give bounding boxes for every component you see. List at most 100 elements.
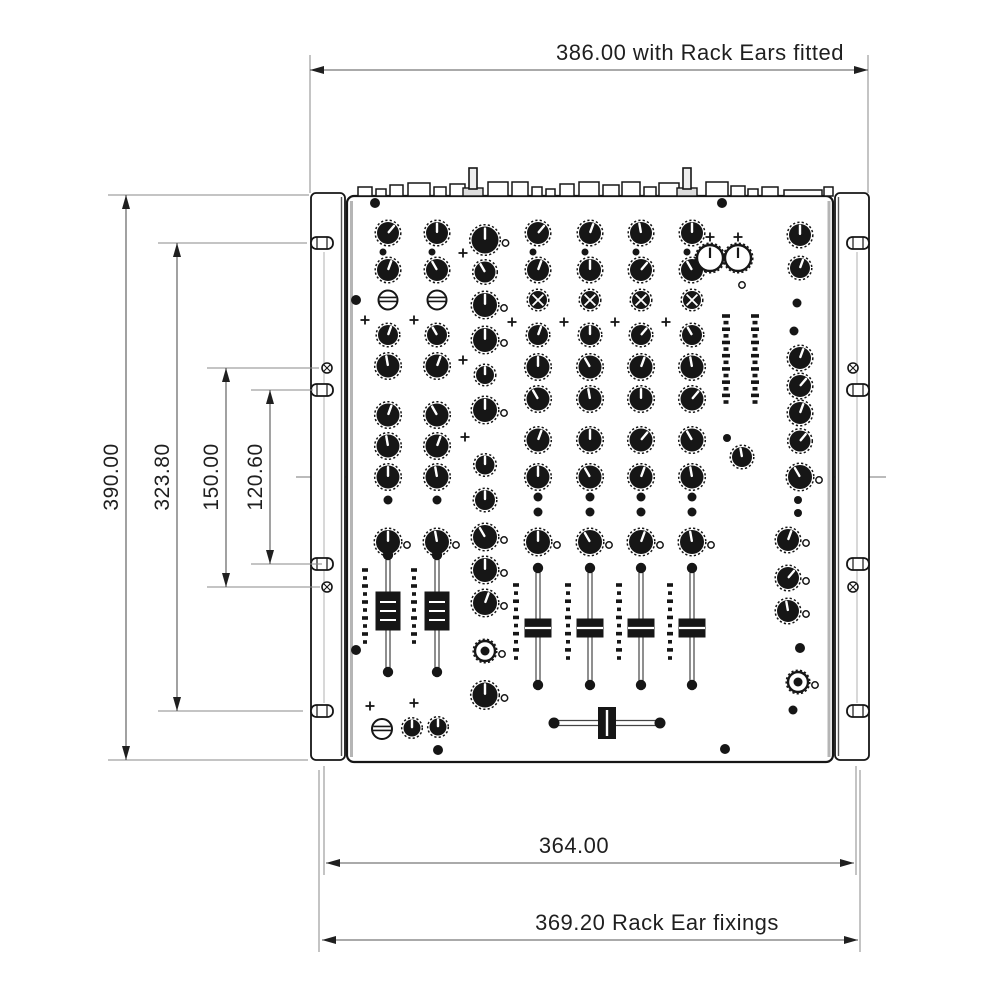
knob-knurl-edge bbox=[680, 288, 704, 312]
led-dot bbox=[722, 380, 730, 384]
plus-mark bbox=[661, 317, 671, 327]
panel-dot bbox=[632, 248, 640, 256]
led-dot bbox=[412, 640, 416, 644]
knob bbox=[470, 325, 508, 355]
rear-connector bbox=[433, 186, 447, 197]
knob bbox=[627, 219, 655, 247]
rack-ear-screw bbox=[321, 581, 333, 593]
knob-pointer bbox=[431, 326, 438, 336]
knob-knurl-edge bbox=[373, 351, 403, 381]
led-dot bbox=[514, 623, 518, 628]
knob-knurl-edge bbox=[626, 425, 656, 455]
knob-knurl-edge bbox=[679, 322, 705, 348]
knob bbox=[677, 527, 715, 557]
knob-knurl-edge bbox=[678, 219, 706, 247]
rack-ear-screw-slot bbox=[310, 236, 334, 250]
knob-knurl-edge bbox=[626, 462, 656, 492]
line-fader-switch bbox=[362, 549, 401, 678]
dimension-body_width bbox=[323, 766, 857, 875]
led-dot bbox=[722, 327, 730, 332]
channel-fader bbox=[565, 562, 604, 691]
return-channel-strip bbox=[409, 219, 460, 678]
knob-pointer bbox=[537, 260, 543, 271]
dimension-arrow bbox=[854, 66, 868, 74]
knob bbox=[373, 351, 403, 381]
knob-knurl-edge bbox=[374, 219, 402, 247]
panel-dot bbox=[585, 507, 595, 517]
knob bbox=[577, 322, 603, 348]
led-dot bbox=[617, 656, 621, 660]
knob bbox=[426, 715, 450, 739]
indicator-dot bbox=[500, 304, 508, 312]
panel-dot bbox=[636, 507, 646, 517]
knob bbox=[677, 462, 707, 492]
knob bbox=[787, 255, 813, 281]
knob-pointer bbox=[799, 348, 805, 359]
led-dot bbox=[616, 599, 622, 604]
led-dot bbox=[412, 576, 416, 580]
led-dot bbox=[722, 367, 730, 371]
knob-knurl-edge bbox=[470, 290, 500, 320]
panel-dot bbox=[383, 495, 393, 505]
rear-connector bbox=[357, 186, 373, 197]
panel-dot bbox=[794, 496, 802, 504]
led-dot bbox=[514, 591, 518, 595]
led-dot bbox=[723, 400, 729, 404]
slotted-screw bbox=[371, 718, 393, 740]
led-dot bbox=[411, 568, 417, 572]
indicator-dot bbox=[500, 569, 508, 577]
led-dot bbox=[723, 334, 729, 338]
knob-knurl-edge bbox=[470, 395, 500, 425]
led-meter-strip bbox=[362, 568, 368, 644]
knob-pointer bbox=[640, 327, 648, 336]
knurled-trimmer bbox=[680, 288, 704, 312]
knob bbox=[628, 322, 654, 348]
knob bbox=[373, 527, 411, 557]
led-dot bbox=[565, 631, 571, 636]
channel-fader bbox=[616, 562, 655, 691]
led-dot bbox=[616, 615, 622, 620]
knob-pointer bbox=[640, 356, 646, 368]
indicator-dot bbox=[707, 541, 715, 549]
collar-center bbox=[793, 677, 803, 687]
led-dot bbox=[514, 639, 518, 644]
knob-knurl-edge bbox=[785, 669, 811, 695]
knob bbox=[679, 322, 705, 348]
knob-pointer bbox=[787, 569, 796, 579]
knob-knurl-edge bbox=[575, 384, 605, 414]
channel-fader bbox=[513, 562, 552, 691]
knob-knurl-edge bbox=[575, 527, 605, 557]
knob-knurl-edge bbox=[729, 444, 755, 470]
knob bbox=[472, 452, 498, 478]
led-dot bbox=[667, 631, 673, 636]
knob bbox=[774, 597, 810, 625]
fader-track-end bbox=[431, 549, 443, 561]
knob bbox=[470, 588, 508, 618]
led-dot bbox=[565, 615, 571, 620]
panel-dot bbox=[795, 643, 805, 653]
dim-label-top-width: 386.00 with Rack Ears fitted bbox=[556, 40, 844, 65]
dimension-fixing_outer_height bbox=[158, 242, 307, 712]
knob-pointer bbox=[387, 404, 393, 416]
knob-pointer bbox=[689, 530, 693, 543]
knob bbox=[774, 564, 810, 592]
knob-knurl-edge bbox=[677, 527, 707, 557]
led-dot bbox=[566, 591, 570, 595]
knob-pointer bbox=[387, 224, 396, 234]
led-dot bbox=[565, 648, 571, 652]
indicator-dot bbox=[815, 476, 823, 484]
slotted-screw-body bbox=[426, 289, 448, 311]
indicator-dot bbox=[811, 681, 819, 689]
knob bbox=[473, 363, 497, 387]
led-dot bbox=[616, 648, 622, 652]
knob-knurl-edge bbox=[575, 352, 605, 382]
dimension-arrow bbox=[840, 859, 854, 867]
plus-mark bbox=[458, 248, 468, 258]
led-dot bbox=[723, 347, 729, 351]
knob-knurl-edge bbox=[627, 219, 655, 247]
knob bbox=[678, 219, 706, 247]
led-dot bbox=[752, 373, 758, 378]
knob bbox=[375, 322, 401, 348]
indicator-dot bbox=[501, 239, 510, 247]
